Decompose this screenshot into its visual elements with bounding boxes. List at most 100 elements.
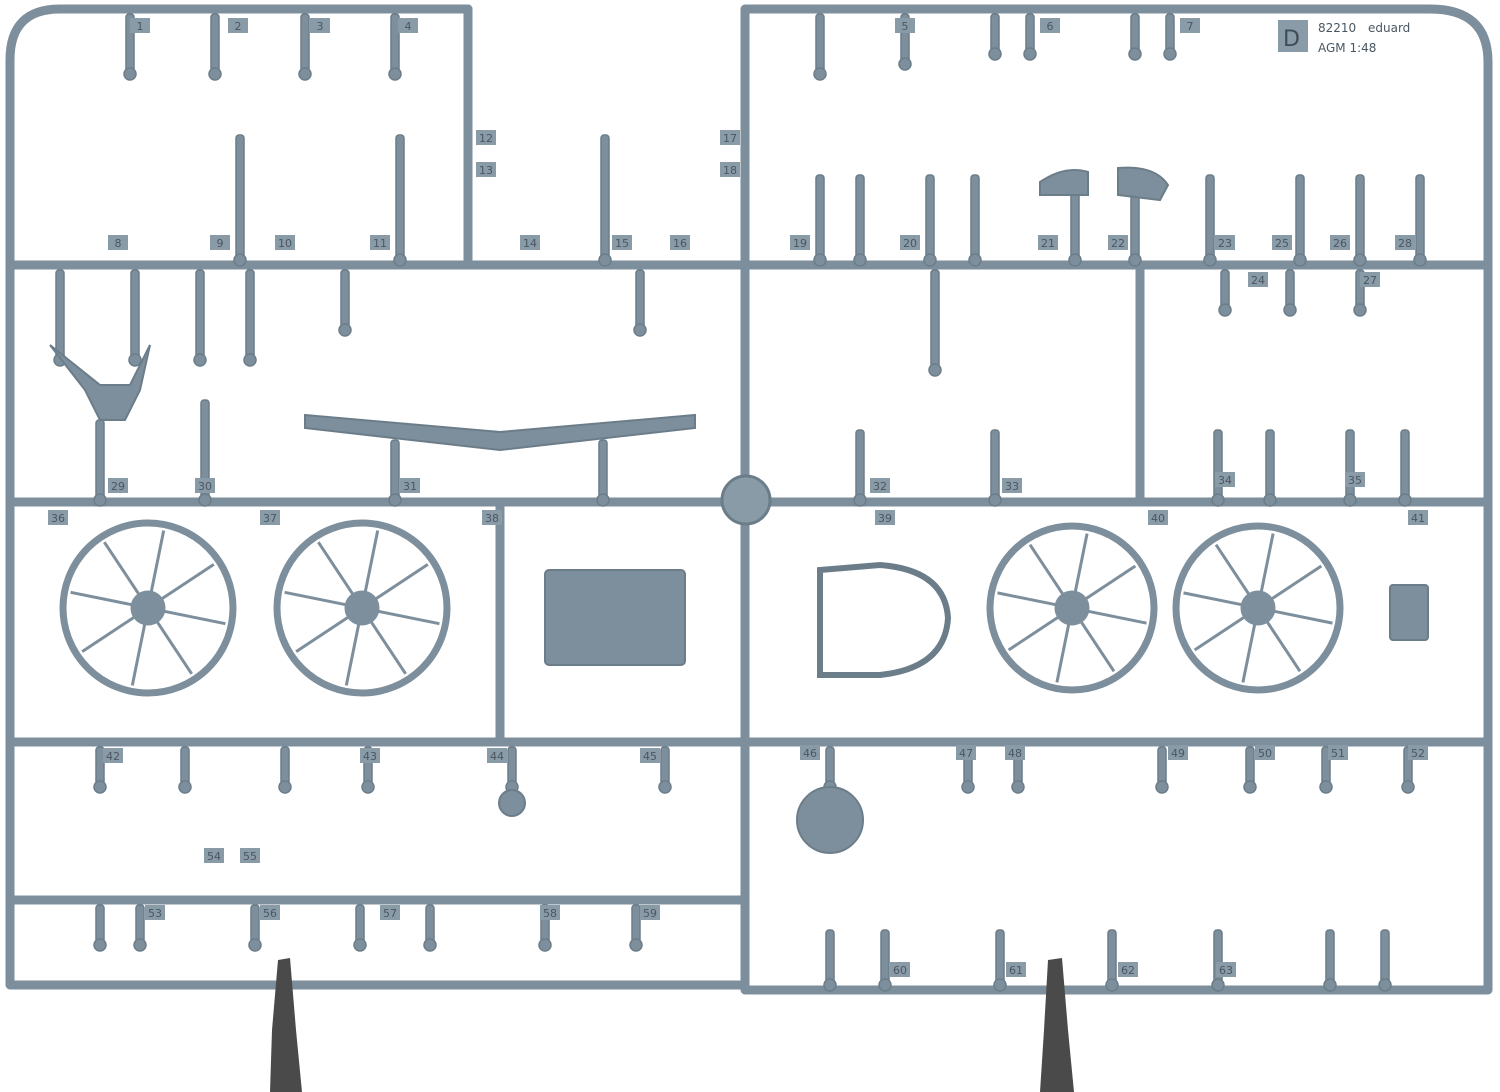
sprue-letter-tab — [1278, 20, 1308, 52]
gate-knob — [538, 938, 552, 952]
part-number-tab — [1330, 235, 1350, 250]
part-number-tab — [1180, 18, 1200, 33]
sprue-gate — [1415, 174, 1425, 261]
gate-knob — [898, 57, 912, 71]
wheel-spoke — [163, 609, 226, 626]
part-number-label: 17 — [723, 132, 737, 145]
wheel-spoke — [363, 530, 380, 593]
sprue-gate — [210, 13, 220, 75]
sprue-gate — [395, 134, 405, 261]
part-number-label: 55 — [243, 850, 257, 863]
gate-knob — [233, 253, 247, 267]
gate-knob — [1283, 303, 1297, 317]
wheel-spoke — [1241, 623, 1257, 683]
gate-knob — [93, 493, 107, 507]
right-frame — [740, 4, 1493, 995]
gate-knob — [388, 67, 402, 81]
gate-knob — [1023, 47, 1037, 61]
gate-knob — [1293, 253, 1307, 267]
part-number-tab — [476, 130, 496, 145]
part-number-label: 33 — [1005, 480, 1019, 493]
gate-knob — [1128, 253, 1142, 267]
part-number-label: 54 — [207, 850, 221, 863]
stand-right — [1040, 958, 1074, 1092]
wheel-spoke — [369, 620, 407, 675]
wheel-spoke — [1183, 591, 1243, 607]
round-disc-part — [796, 786, 864, 854]
part-number-label: 28 — [1398, 237, 1412, 250]
engine-hub — [130, 590, 166, 626]
part-number-label: 50 — [1258, 747, 1272, 760]
engine-wheel-part — [273, 519, 451, 697]
part-number-tab — [870, 478, 890, 493]
sprue-gate — [1400, 429, 1410, 501]
part-number-label: 15 — [615, 237, 629, 250]
wheel-spoke — [1073, 533, 1089, 593]
wing-cap-part-left — [1039, 169, 1089, 196]
wheel-spoke — [130, 623, 147, 686]
part-number-label: 18 — [723, 164, 737, 177]
engine-wheel-part — [59, 519, 237, 697]
small-disc-part — [498, 789, 526, 817]
part-number-tab — [1005, 745, 1025, 760]
part-number-label: 59 — [643, 907, 657, 920]
part-number-tab — [956, 745, 976, 760]
part-number-label: 31 — [403, 480, 417, 493]
part-number-tab — [1168, 745, 1188, 760]
part-number-label: 32 — [873, 480, 887, 493]
sprue-gate — [970, 174, 980, 261]
part-number-label: 10 — [278, 237, 292, 250]
part-number-label: 25 — [1275, 237, 1289, 250]
wheel-spoke — [344, 623, 361, 686]
wheel-spoke — [81, 615, 136, 653]
part-number-tab — [890, 962, 910, 977]
part-number-label: 39 — [878, 512, 892, 525]
part-number-tab — [275, 235, 295, 250]
part-number-label: 19 — [793, 237, 807, 250]
gate-knob — [1401, 780, 1415, 794]
gate-knob — [198, 493, 212, 507]
part-number-tab — [482, 510, 502, 525]
part-number-label: 7 — [1187, 20, 1194, 33]
gate-knob — [598, 253, 612, 267]
part-number-tab — [790, 235, 810, 250]
part-number-tab — [228, 18, 248, 33]
part-number-tab — [130, 18, 150, 33]
part-number-tab — [1408, 745, 1428, 760]
part-number-label: 2 — [235, 20, 242, 33]
sprue-gate — [1205, 174, 1215, 261]
sprue-gate — [1213, 429, 1223, 501]
wheel-spoke — [155, 620, 193, 675]
sprue-gate — [1295, 174, 1305, 261]
part-number-label: 61 — [1009, 964, 1023, 977]
gate-knob — [1319, 780, 1333, 794]
wheel-spoke — [103, 541, 141, 596]
part-number-tab — [1215, 472, 1235, 487]
part-number-label: 22 — [1111, 237, 1125, 250]
sprue-gate — [930, 269, 940, 371]
part-number-tab — [720, 162, 740, 177]
gate-knob — [878, 978, 892, 992]
wheel-spoke — [295, 615, 350, 653]
part-number-label: 48 — [1008, 747, 1022, 760]
part-number-tab — [520, 235, 540, 250]
gate-knob — [988, 47, 1002, 61]
sprue-gate — [235, 134, 245, 261]
sprue-gate — [300, 13, 310, 75]
gate-knob — [1211, 978, 1225, 992]
engine-hub — [344, 590, 380, 626]
part-number-label: 21 — [1041, 237, 1055, 250]
wheel-spoke — [1084, 564, 1137, 601]
part-number-tab — [103, 748, 123, 763]
part-number-label: 24 — [1251, 274, 1265, 287]
gate-knob — [961, 780, 975, 794]
sprue-code: 82210 — [1318, 21, 1356, 35]
part-number-tab — [1038, 235, 1058, 250]
part-number-tab — [1006, 962, 1026, 977]
sprue-scale: AGM 1:48 — [1318, 41, 1376, 55]
sprue-gate — [130, 269, 140, 361]
part-number-tab — [1215, 235, 1235, 250]
sprue-gate — [390, 13, 400, 75]
part-number-tab — [612, 235, 632, 250]
